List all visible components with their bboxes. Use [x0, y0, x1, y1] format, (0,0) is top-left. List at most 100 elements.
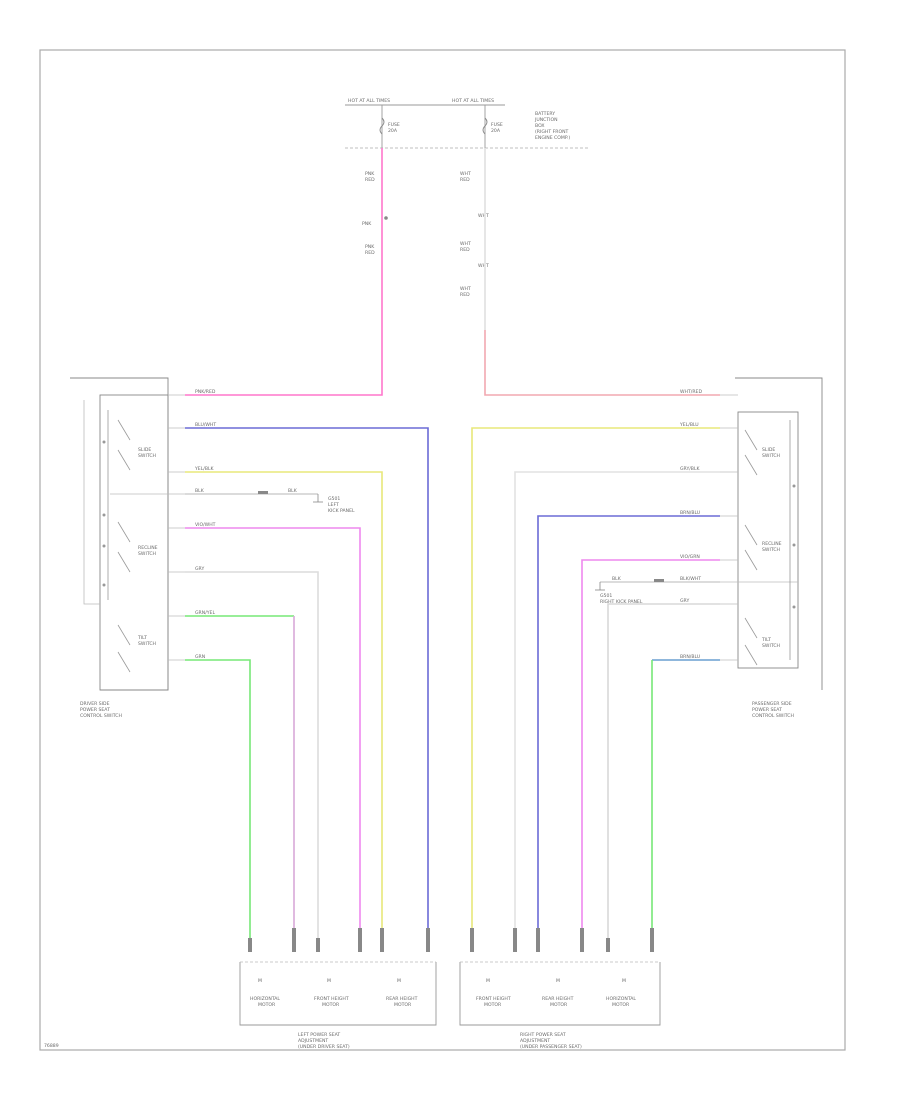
left-wire-pnk-red: PNK/RED	[195, 389, 216, 395]
left-motor-2-symbol: M	[327, 978, 331, 984]
passenger-power-seat-control-switch: SLIDE SWITCH RECLINE SWITCH TILT SWITCH …	[720, 377, 823, 719]
driver-switch-title3: CONTROL SWITCH	[80, 713, 122, 719]
left-recline-switch-label2: SWITCH	[138, 551, 156, 557]
wire-label-wht-2: WHT	[460, 241, 471, 247]
wire-label-red-2: RED	[365, 250, 375, 256]
diagram-frame	[39, 49, 846, 1051]
wire-label-red-5: RED	[460, 292, 470, 298]
driver-power-seat-control-switch: SLIDE SWITCH RECLINE SWITCH TILT SWITCH …	[70, 377, 185, 719]
fuse-symbol-left	[379, 117, 385, 135]
left-motor-3-label: REAR HEIGHT	[386, 996, 418, 1002]
wire-label-red-1: RED	[365, 177, 375, 183]
left-unit-title1: LEFT POWER SEAT	[298, 1032, 340, 1038]
left-unit-title2: ADJUSTMENT	[298, 1038, 328, 1044]
right-wire-yel-blu: YEL/BLU	[679, 422, 699, 428]
wire-label-pnk-1: PNK	[365, 171, 375, 177]
right-wire-blk: BLK	[612, 576, 622, 582]
wire-gry-right	[607, 603, 720, 940]
left-motor-2-label2: MOTOR	[322, 1002, 340, 1008]
motor-connector-pins	[248, 928, 654, 952]
right-wire-wht-red: WHT/RED	[680, 389, 702, 395]
right-wire-brn-blu: BRN/BLU	[680, 510, 700, 516]
battery-box-line4: (RIGHT FRONT	[535, 129, 569, 135]
left-unit-title3: (UNDER DRIVER SEAT)	[298, 1044, 350, 1050]
right-motor-3-label2: MOTOR	[612, 1002, 630, 1008]
left-wire-grn: GRN	[195, 654, 205, 660]
left-motor-1-label: HORIZONTAL	[250, 996, 280, 1002]
wire-yel-blk-left	[185, 471, 383, 930]
right-motor-1-symbol: M	[486, 978, 490, 984]
fuse-mid-label: FUSE	[491, 122, 503, 128]
left-ground-connector	[258, 491, 268, 494]
right-wire-gry-blk: GRY/BLK	[680, 466, 701, 472]
fuse-symbol-mid	[482, 117, 488, 135]
left-ground-symbol	[313, 494, 323, 503]
right-recline-switch-label2: SWITCH	[762, 547, 780, 553]
right-motor-2-symbol: M	[556, 978, 560, 984]
right-slide-switch-label: SLIDE	[762, 447, 775, 453]
right-unit-title3: (UNDER PASSENGER SEAT)	[520, 1044, 582, 1050]
diagram-code: 76889	[44, 1043, 59, 1049]
right-wire-brn-blu-2: BRN/BLU	[680, 654, 700, 660]
right-unit-title2: ADJUSTMENT	[520, 1038, 550, 1044]
left-ground-loc1: LEFT	[328, 502, 339, 508]
hot-at-all-times-mid: HOT AT ALL TIMES	[452, 98, 494, 104]
right-motor-3-symbol: M	[622, 978, 626, 984]
right-slide-switch-label2: SWITCH	[762, 453, 780, 459]
left-power-seat-adjustment: M M M HORIZONTAL MOTOR FRONT HEIGHT MOTO…	[239, 961, 437, 1050]
right-wire-vio-grn: VIO/GRN	[680, 554, 700, 560]
driver-switch-title1: DRIVER SIDE	[80, 701, 110, 707]
hot-at-all-times-left: HOT AT ALL TIMES	[348, 98, 390, 104]
left-wire-blk: BLK	[195, 488, 205, 494]
battery-box-line1: BATTERY	[535, 111, 555, 117]
battery-box-line3: BOX	[535, 123, 545, 129]
fuse-left-rating: 20A	[388, 128, 398, 134]
left-wire-gry: GRY	[195, 566, 204, 572]
left-motor-3-label2: MOTOR	[394, 1002, 412, 1008]
passenger-switch-title1: PASSENGER SIDE	[752, 701, 792, 707]
right-wire-gry: GRY	[680, 598, 689, 604]
battery-box-line5: ENGINE COMP.)	[535, 135, 570, 141]
left-wire-yel-blk: YEL/BLK	[194, 466, 215, 472]
right-motor-2-label: REAR HEIGHT	[542, 996, 574, 1002]
left-slide-switch-label2: SWITCH	[138, 453, 156, 459]
left-motor-1-label2: MOTOR	[258, 1002, 276, 1008]
wire-wht-red-right	[484, 330, 720, 396]
fuse-left-label: FUSE	[388, 122, 400, 128]
right-ground-loc: RIGHT KICK PANEL	[600, 599, 643, 605]
fuse-mid-rating: 20A	[491, 128, 501, 134]
left-motor-2-label: FRONT HEIGHT	[314, 996, 349, 1002]
wire-vio-wht-left	[185, 527, 361, 930]
left-recline-switch-label: RECLINE	[138, 545, 158, 551]
wire-gry-left	[185, 571, 319, 940]
left-wire-vio-wht: VIO/WHT	[195, 522, 216, 528]
wire-label-wht-connector: WHT	[478, 263, 489, 269]
right-ground-connector	[654, 579, 664, 582]
right-motor-1-label2: MOTOR	[484, 1002, 502, 1008]
left-tilt-switch-label2: SWITCH	[138, 641, 156, 647]
driver-switch-title2: POWER SEAT	[80, 707, 110, 713]
right-motor-1-label: FRONT HEIGHT	[476, 996, 511, 1002]
wire-label-red-4: RED	[460, 247, 470, 253]
left-motor-3-symbol: M	[397, 978, 401, 984]
left-wire-grn-yel: GRN/YEL	[195, 610, 215, 616]
wire-pnk-red-left	[185, 148, 383, 396]
wire-grn-left	[185, 659, 251, 940]
left-wire-blu-wht: BLU/WHT	[195, 422, 216, 428]
battery-box-line2: JUNCTION	[534, 117, 558, 123]
wire-label-wht-1: WHT	[460, 171, 471, 177]
right-wire-blk-wht: BLK/WHT	[680, 576, 701, 582]
wire-vio-grn-right	[581, 559, 720, 930]
wire-label-pnk-2: PNK	[365, 244, 375, 250]
right-motor-2-label2: MOTOR	[550, 1002, 568, 1008]
wire-gry-blk-right	[514, 471, 720, 930]
left-tilt-switch-label: TILT	[137, 635, 147, 641]
right-recline-switch-label: RECLINE	[762, 541, 782, 547]
right-tilt-switch-label: TILT	[761, 637, 771, 643]
left-wire-blk-2: BLK	[288, 488, 298, 494]
wire-label-red-3: RED	[460, 177, 470, 183]
left-ground-loc2: KICK PANEL	[328, 508, 355, 514]
right-tilt-switch-label2: SWITCH	[762, 643, 780, 649]
